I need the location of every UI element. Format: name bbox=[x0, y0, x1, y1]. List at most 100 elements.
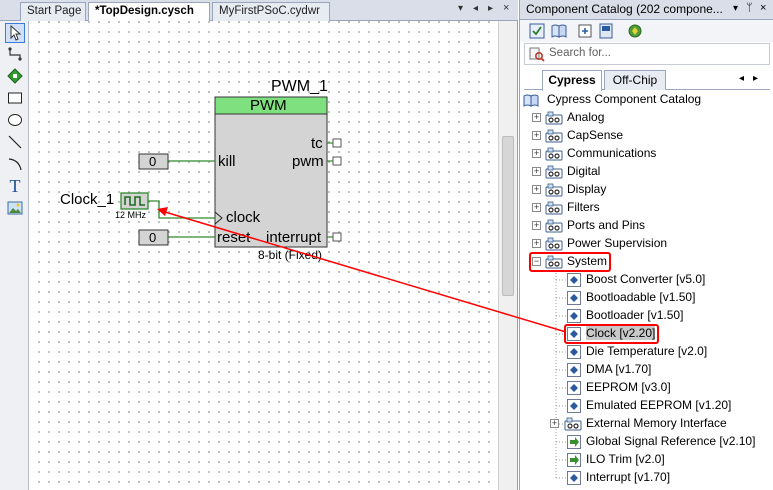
pin-tc-label: tc bbox=[311, 135, 323, 152]
text-icon[interactable]: T bbox=[9, 175, 21, 196]
tree-component[interactable]: Boost Converter [v5.0] bbox=[550, 271, 773, 289]
tree-category[interactable]: +Filters bbox=[532, 199, 773, 217]
catalog-search bbox=[524, 43, 770, 65]
expander-icon[interactable]: + bbox=[532, 238, 541, 248]
clock-frequency: 12 MHz bbox=[115, 210, 147, 220]
expander-icon[interactable]: − bbox=[532, 256, 541, 266]
library-icon[interactable] bbox=[597, 22, 615, 40]
add-icon[interactable] bbox=[576, 22, 594, 40]
tree-item-label: DMA [v1.70] bbox=[586, 362, 652, 376]
tree-category[interactable]: +Digital bbox=[532, 163, 773, 181]
tree-item-label: Die Temperature [v2.0] bbox=[586, 344, 708, 358]
tree-item-label: Communications bbox=[567, 146, 657, 160]
tree-component[interactable]: Emulated EEPROM [v1.20] bbox=[550, 397, 773, 415]
pin-pwm-label: pwm bbox=[292, 153, 324, 170]
tab-cydwr[interactable]: MyFirstPSoC.cydwr bbox=[212, 2, 330, 21]
tree-component[interactable]: Bootloader [v1.50] bbox=[550, 307, 773, 325]
expander-icon[interactable]: + bbox=[550, 418, 559, 428]
expander-icon[interactable]: + bbox=[532, 166, 541, 176]
expander-icon[interactable]: + bbox=[532, 220, 541, 230]
component-icon bbox=[567, 399, 581, 413]
search-input[interactable] bbox=[549, 47, 764, 59]
tab-scroll-left-icon[interactable]: ◂ bbox=[473, 3, 479, 14]
tab-topdesign[interactable]: *TopDesign.cysch bbox=[88, 2, 210, 22]
category-folder-icon bbox=[545, 219, 563, 233]
refresh-icon[interactable] bbox=[626, 22, 644, 40]
tab-close-icon[interactable]: × bbox=[503, 2, 510, 14]
catalog-menu-icon[interactable]: ▾ bbox=[733, 3, 739, 14]
pwm-instance-name: PWM_1 bbox=[271, 78, 328, 95]
tab-list-icon[interactable]: ▾ bbox=[458, 3, 464, 14]
reset-const-value: 0 bbox=[149, 230, 157, 245]
catalog-view-icon[interactable] bbox=[528, 22, 546, 40]
component-icon bbox=[567, 471, 581, 485]
catalog-close-icon[interactable]: × bbox=[760, 2, 767, 14]
component-catalog: Component Catalog (202 compone... ▾ ᛘ × … bbox=[519, 0, 773, 490]
tree-component[interactable]: Global Signal Reference [v2.10] bbox=[550, 433, 773, 451]
image-icon[interactable] bbox=[5, 198, 25, 218]
tree-item-label: ILO Trim [v2.0] bbox=[586, 452, 665, 466]
ellipse-icon[interactable] bbox=[5, 110, 25, 130]
catalog-title: Component Catalog (202 compone... bbox=[526, 2, 723, 16]
tree-item-label: System bbox=[567, 254, 608, 268]
tree-category[interactable]: +Power Supervision bbox=[532, 235, 773, 253]
scrollbar-thumb[interactable] bbox=[502, 136, 514, 296]
tree-item-label: Clock [v2.20] bbox=[586, 326, 656, 340]
tree-component[interactable]: +External Memory Interface bbox=[550, 415, 773, 433]
tree-component[interactable]: Bootloadable [v1.50] bbox=[550, 289, 773, 307]
vertical-scrollbar[interactable] bbox=[498, 21, 517, 490]
category-folder-icon bbox=[545, 111, 563, 125]
expander-icon[interactable]: + bbox=[532, 112, 541, 122]
category-folder-icon bbox=[564, 417, 582, 431]
arc-icon[interactable] bbox=[5, 154, 25, 174]
tree-item-label: Emulated EEPROM [v1.20] bbox=[586, 398, 732, 412]
tree-component-clock-selected[interactable]: Clock [v2.20] bbox=[550, 325, 773, 343]
tab-scroll-right-icon[interactable]: ▸ bbox=[753, 73, 759, 84]
component-icon bbox=[567, 363, 581, 377]
wire-icon[interactable] bbox=[5, 44, 25, 64]
expander-icon[interactable]: + bbox=[532, 148, 541, 158]
tree-component[interactable]: EEPROM [v3.0] bbox=[550, 379, 773, 397]
tree-category-system[interactable]: − System bbox=[532, 253, 773, 271]
datasheet-icon[interactable] bbox=[550, 22, 568, 40]
tree-root[interactable]: Cypress Component Catalog bbox=[523, 91, 773, 109]
tab-scroll-left-icon[interactable]: ◂ bbox=[739, 73, 745, 84]
line-icon[interactable] bbox=[5, 132, 25, 152]
tab-start-page[interactable]: Start Page bbox=[20, 2, 86, 21]
drawing-toolbar: T bbox=[0, 21, 29, 490]
tab-cypress[interactable]: Cypress bbox=[542, 70, 602, 91]
rectangle-icon[interactable] bbox=[5, 88, 25, 108]
tree-item-label: EEPROM [v3.0] bbox=[586, 380, 671, 394]
expander-icon[interactable]: + bbox=[532, 184, 541, 194]
category-folder-icon bbox=[545, 255, 563, 269]
tab-off-chip[interactable]: Off-Chip bbox=[604, 70, 666, 90]
component-arrow-icon bbox=[567, 453, 581, 467]
expander-icon[interactable]: + bbox=[532, 130, 541, 140]
tree-category[interactable]: +Display bbox=[532, 181, 773, 199]
tree-category[interactable]: + Communications bbox=[532, 145, 773, 163]
tree-component[interactable]: DMA [v1.70] bbox=[550, 361, 773, 379]
tree-category[interactable]: +Analog bbox=[532, 109, 773, 127]
tree-item-label: Boost Converter [v5.0] bbox=[586, 272, 706, 286]
component-icon[interactable] bbox=[5, 66, 25, 86]
category-folder-icon bbox=[545, 147, 563, 161]
category-folder-icon bbox=[545, 129, 563, 143]
document-tab-bar: Start Page *TopDesign.cysch MyFirstPSoC.… bbox=[0, 0, 518, 22]
pin-interrupt-label: interrupt bbox=[266, 229, 322, 246]
select-arrow-icon[interactable] bbox=[5, 23, 25, 43]
component-icon bbox=[567, 291, 581, 305]
pin-kill-label: kill bbox=[218, 153, 236, 170]
tree-item-label: Global Signal Reference [v2.10] bbox=[586, 434, 756, 448]
tree-component[interactable]: ILO Trim [v2.0] bbox=[550, 451, 773, 469]
tree-category[interactable]: +CapSense bbox=[532, 127, 773, 145]
component-icon bbox=[567, 309, 581, 323]
tab-scroll-right-icon[interactable]: ▸ bbox=[488, 3, 494, 14]
pin-clock-label: clock bbox=[226, 209, 261, 226]
catalog-root-icon bbox=[523, 94, 539, 107]
expander-icon[interactable]: + bbox=[532, 202, 541, 212]
tree-component[interactable]: Interrupt [v1.70] bbox=[550, 469, 773, 487]
component-arrow-icon bbox=[567, 435, 581, 449]
tree-category[interactable]: +Ports and Pins bbox=[532, 217, 773, 235]
pin-icon[interactable]: ᛘ bbox=[746, 2, 753, 14]
tree-component[interactable]: Die Temperature [v2.0] bbox=[550, 343, 773, 361]
